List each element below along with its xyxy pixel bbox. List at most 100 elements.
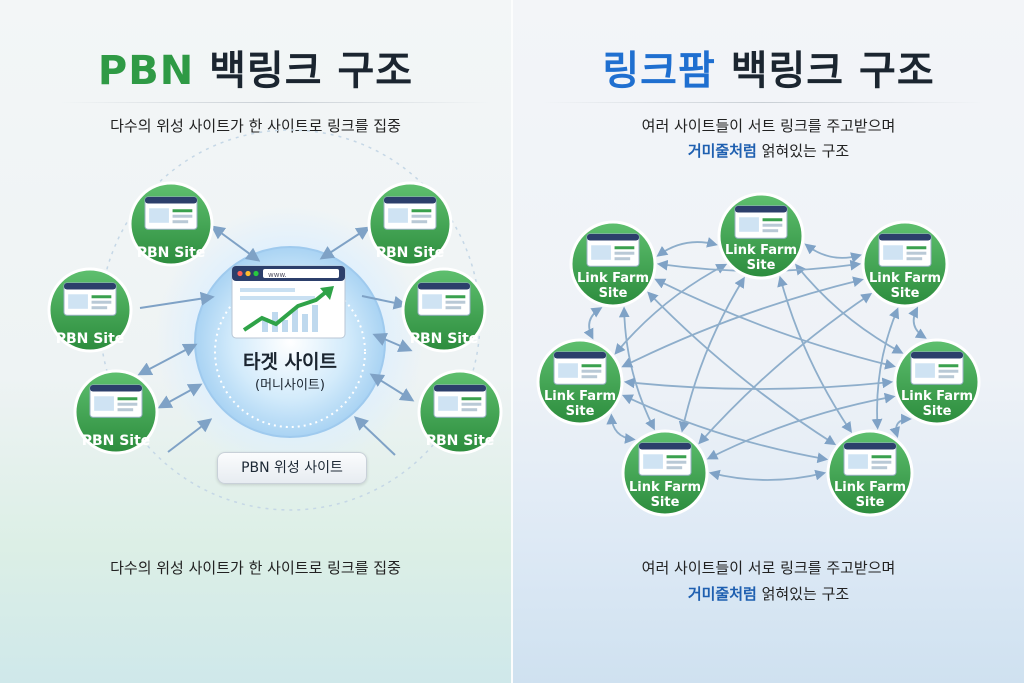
link-farm-site-label-line2: Site xyxy=(891,286,920,301)
pbn-title-divider xyxy=(60,102,490,103)
pbn-site-label: PBN Site xyxy=(426,433,495,449)
mini-browser-icon xyxy=(89,384,143,418)
linkfarm-subtitle-bottom-line2: 거미줄처럼 얽혀있는 구조 xyxy=(513,583,1024,604)
pbn-arrow xyxy=(372,332,413,353)
mini-browser-icon xyxy=(586,233,640,267)
pbn-title: PBN 백링크 구조 xyxy=(0,38,511,96)
linkfarm-subtitle-top-rest: 얽혀있는 구조 xyxy=(756,142,850,160)
link-farm-arrow xyxy=(706,392,896,460)
target-inner-ring xyxy=(214,276,366,428)
link-farm-site-label-line1: Link Farm xyxy=(725,243,797,258)
pbn-site-node: PBN Site xyxy=(47,267,133,353)
mini-browser-icon xyxy=(144,196,198,230)
link-farm-arrow xyxy=(621,276,864,368)
linkfarm-title-accent: 링크팜 xyxy=(602,48,716,94)
link-farm-site-label-line2: Site xyxy=(599,286,628,301)
link-farm-site-label-line1: Link Farm xyxy=(869,271,941,286)
pbn-title-rest: 백링크 구조 xyxy=(194,48,414,94)
target-browser-window: www. xyxy=(231,265,346,339)
mini-browser-icon xyxy=(417,282,471,316)
pbn-subtitle-bottom: 다수의 위성 사이트가 한 사이트로 링크를 집중 xyxy=(110,559,401,577)
window-min-dot xyxy=(245,270,251,277)
link-farm-site-label-line2: Site xyxy=(923,404,952,419)
mini-browser-icon xyxy=(910,351,964,385)
linkfarm-subtitle-top-highlight: 거미줄처럼 xyxy=(687,142,757,160)
pbn-arrow xyxy=(210,225,261,262)
pbn-subtitle-top: 다수의 위성 사이트가 한 사이트로 링크를 집중 xyxy=(110,117,401,135)
link-farm-arrow xyxy=(908,306,927,339)
pbn-site-node: PBN Site xyxy=(128,181,214,267)
linkfarm-subtitle-bottom-highlight: 거미줄처럼 xyxy=(687,585,757,603)
link-farm-arrow xyxy=(583,307,603,340)
mini-browser-icon xyxy=(433,384,487,418)
pbn-site-node: PBN Site xyxy=(417,369,503,455)
pbn-site-node: PBN Site xyxy=(367,181,453,267)
pbn-title-accent: PBN xyxy=(97,48,195,94)
linkfarm-subtitle-top-line1: 여러 사이트들이 서트 링크를 주고받으며 xyxy=(641,117,896,135)
link-farm-site-label-line2: Site xyxy=(651,495,680,510)
target-site-title: 타겟 사이트 xyxy=(243,351,337,373)
pbn-site-label: PBN Site xyxy=(137,245,206,261)
linkfarm-title: 링크팜 백링크 구조 xyxy=(513,38,1024,96)
url-text: www. xyxy=(268,271,287,279)
link-farm-site-label-line2: Site xyxy=(747,258,776,273)
pbn-arrow xyxy=(137,343,198,376)
link-farm-arrow xyxy=(623,377,894,390)
link-farm-site-label-line2: Site xyxy=(566,404,595,419)
link-farm-site-label-line1: Link Farm xyxy=(629,480,701,495)
link-farm-arrow xyxy=(889,413,912,439)
link-farm-arrow xyxy=(656,237,718,257)
mini-browser-icon xyxy=(734,205,788,239)
link-farm-site-label-line1: Link Farm xyxy=(577,271,649,286)
link-farm-arrow xyxy=(804,243,862,263)
linkfarm-panel: 링크팜 백링크 구조 여러 사이트들이 서트 링크를 주고받으며 거미줄처럼 얽… xyxy=(513,0,1024,683)
linkfarm-title-rest: 백링크 구조 xyxy=(715,48,935,94)
window-max-dot xyxy=(253,270,259,277)
panel-divider xyxy=(511,0,513,683)
link-farm-arrow xyxy=(654,278,896,370)
link-farm-arrow xyxy=(606,413,636,444)
pbn-arrow xyxy=(319,226,371,260)
link-farm-site-label-line1: Link Farm xyxy=(901,389,973,404)
target-site-sub: (머니사이트) xyxy=(255,378,325,393)
link-farm-site-label-line1: Link Farm xyxy=(544,389,616,404)
pbn-arrow xyxy=(369,373,415,402)
pbn-arrow xyxy=(157,383,203,409)
link-farm-site-label-line1: Link Farm xyxy=(834,480,906,495)
pbn-site-label: PBN Site xyxy=(56,331,125,347)
trend-arrow-icon xyxy=(320,286,334,300)
pbn-arrow xyxy=(139,291,215,309)
link-farm-site-label-line2: Site xyxy=(856,495,885,510)
linkfarm-subtitle-bottom-rest: 얽혀있는 구조 xyxy=(756,585,850,603)
mini-browser-icon xyxy=(638,442,692,476)
pbn-site-node: PBN Site xyxy=(73,369,159,455)
pbn-arrow xyxy=(167,418,213,453)
linkfarm-subtitle-bottom-line1: 여러 사이트들이 서로 링크를 주고받으며 xyxy=(641,559,896,577)
pbn-arrow xyxy=(353,416,396,456)
pbn-satellite-tag: PBN 위성 사이트 xyxy=(217,452,367,484)
linkfarm-title-divider xyxy=(543,102,983,103)
growth-trend-icon xyxy=(242,290,328,332)
mini-browser-icon xyxy=(63,282,117,316)
mini-browser-icon xyxy=(843,442,897,476)
pbn-panel: PBN 백링크 구조 다수의 위성 사이트가 한 사이트로 링크를 집중 xyxy=(0,0,511,683)
mini-browser-icon xyxy=(383,196,437,230)
link-farm-arrow xyxy=(708,469,827,481)
pbn-arrow xyxy=(361,295,408,310)
mini-browser-icon xyxy=(878,233,932,267)
pbn-site-label: PBN Site xyxy=(82,433,151,449)
linkfarm-subtitle-top-line2: 거미줄처럼 얽혀있는 구조 xyxy=(513,140,1024,161)
window-close-dot xyxy=(237,270,243,277)
mini-browser-icon xyxy=(553,351,607,385)
pbn-site-label: PBN Site xyxy=(410,331,479,347)
link-farm-arrow xyxy=(871,307,900,430)
